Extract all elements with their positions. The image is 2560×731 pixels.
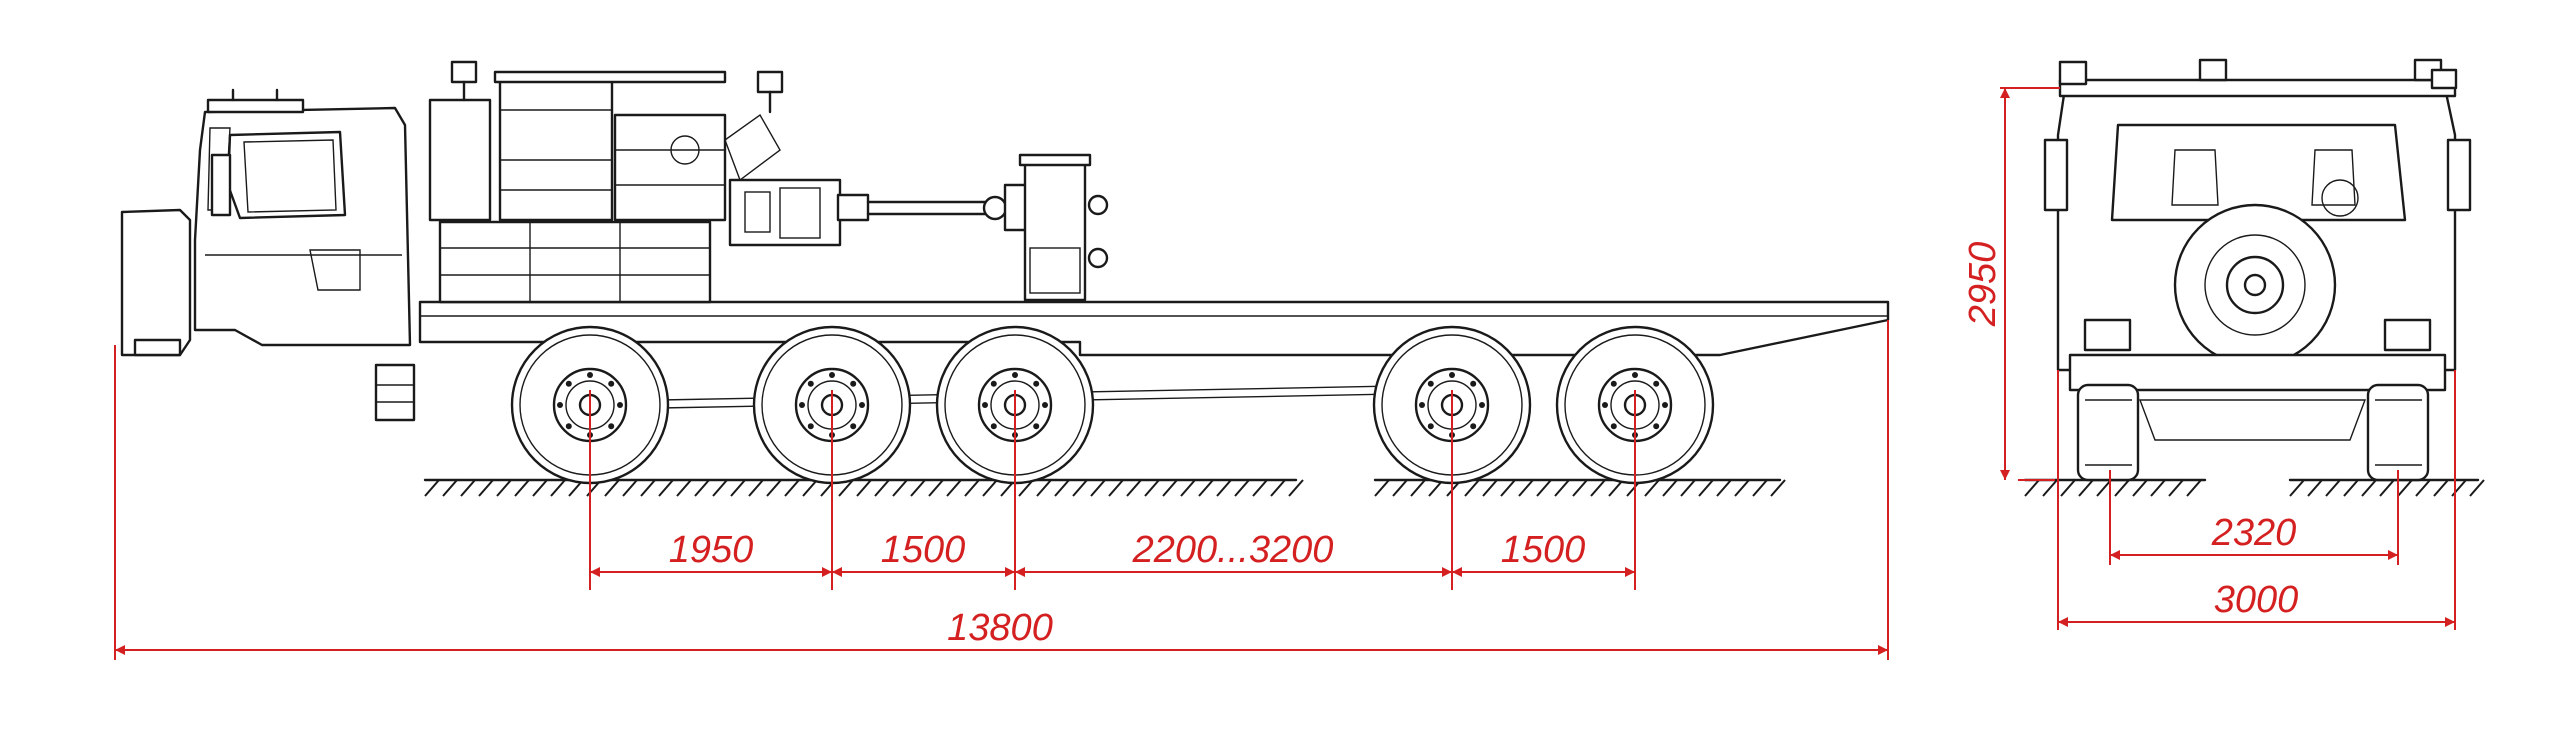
dim-overall-length: 13800 — [947, 607, 1053, 649]
pump-unit — [728, 153, 1109, 302]
ground-line-left — [423, 478, 1304, 497]
side-view — [120, 60, 1890, 497]
front-wheel-right — [2366, 383, 2430, 482]
dim-axle-3-4: 2200...3200 — [1132, 529, 1334, 571]
dimension-lines — [114, 87, 2456, 660]
spare-wheel — [2173, 203, 2337, 367]
equipment-module — [428, 60, 784, 304]
truck-cab — [120, 88, 416, 422]
dim-axle-2-3: 1500 — [881, 529, 966, 571]
dim-axle-4-5: 1500 — [1501, 529, 1586, 571]
windshield — [2110, 123, 2407, 222]
ground-line-front — [2023, 478, 2485, 497]
dim-track: 2320 — [2211, 512, 2297, 554]
roof-rack — [2058, 78, 2457, 98]
front-wheel-left — [2076, 383, 2140, 482]
dim-overall-width: 3000 — [2214, 579, 2299, 621]
front-view — [2023, 58, 2485, 497]
dim-height: 2950 — [1962, 242, 2004, 328]
dim-axle-1-2: 1950 — [669, 529, 754, 571]
